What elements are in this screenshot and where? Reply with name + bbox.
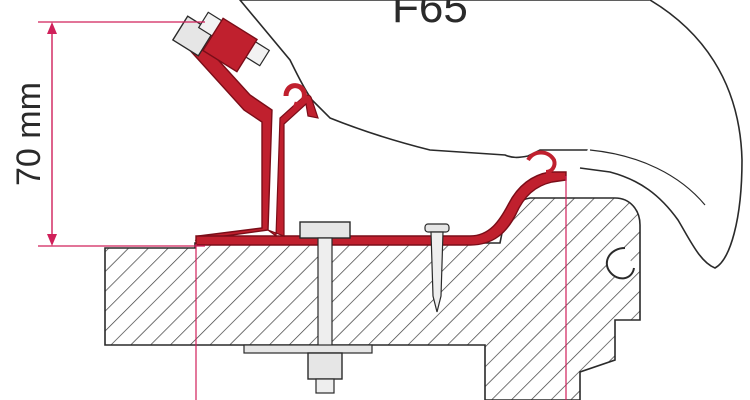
through-bolt-tip <box>315 378 335 394</box>
dimension-arrow-bottom <box>47 234 57 246</box>
through-bolt-washer <box>243 344 373 354</box>
adapter-hook <box>283 83 307 107</box>
wood-screw <box>424 223 450 313</box>
vehicle-wall-section <box>104 197 641 400</box>
adapter-lip <box>526 150 557 174</box>
dimension-indicator: 70 mm <box>10 21 205 247</box>
wood-screw-shank <box>430 231 444 313</box>
awning-model-label: F65 <box>392 0 468 32</box>
dimension-arrow-top <box>47 22 57 34</box>
clamp-block <box>202 17 258 73</box>
through-bolt-shaft <box>317 237 333 359</box>
adapter-rail-profile <box>185 39 273 241</box>
wood-screw-head <box>424 223 450 233</box>
adapter-upright-web <box>267 94 319 238</box>
through-bolt <box>243 221 373 394</box>
rain-gutter-loop <box>605 247 635 280</box>
dimension-label: 70 mm <box>10 82 48 186</box>
awning-inner-curve <box>589 149 706 206</box>
through-bolt-head <box>299 221 351 239</box>
clamp-bolt <box>171 11 271 73</box>
through-bolt-nut <box>307 352 343 380</box>
